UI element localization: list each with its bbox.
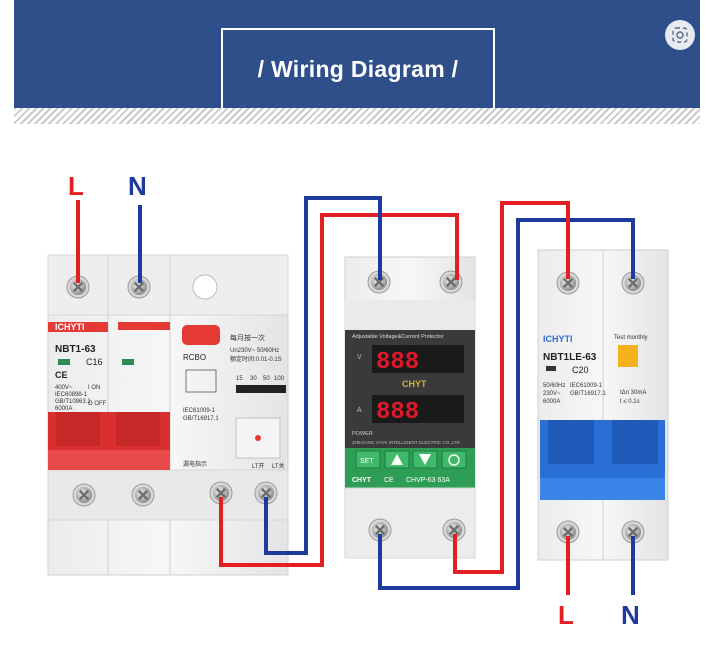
right-spec-voltage: 230V~ — [543, 391, 561, 397]
label-L-input: L — [68, 171, 84, 201]
voltage-protector: Adjustable Voltage&Current Protector V A… — [344, 256, 476, 559]
power-label: POWER — [352, 431, 373, 437]
set-button[interactable] — [355, 450, 381, 469]
up-arrow-icon — [391, 454, 403, 465]
left-off-label: O OFF — [88, 401, 107, 407]
ce-mark: CE — [55, 370, 68, 380]
time-note: 额定时间:0.01-0.1S — [230, 355, 282, 363]
left-spec-capacity: 6000A — [55, 406, 72, 412]
right-model: NBT1LE-63 — [543, 352, 597, 363]
screw-1 — [72, 483, 96, 507]
ma-100: 100 — [274, 376, 285, 382]
left-status-indicator — [58, 359, 70, 365]
protector-ce: CE — [384, 477, 394, 484]
right-rating: C20 — [572, 365, 589, 375]
left-spec-voltage: 400V~ — [55, 385, 73, 391]
right-toggle-1[interactable] — [548, 420, 594, 464]
right-spec-freq: 50/60Hz — [543, 383, 565, 389]
leak-label: 漏电指示 — [183, 460, 207, 468]
label-L-output: L — [558, 600, 574, 630]
power-button[interactable] — [441, 450, 467, 469]
current-display: 888 — [376, 399, 419, 426]
label-N-input: N — [128, 171, 147, 201]
right-spec-capacity: 6000A — [543, 399, 560, 405]
protector-title: Adjustable Voltage&Current Protector — [352, 334, 444, 340]
ma-selector[interactable] — [236, 385, 286, 393]
header-banner — [14, 0, 700, 108]
right-std2: GB/T16917.1 — [570, 391, 606, 397]
voltage-display: 888 — [376, 349, 419, 376]
protector-brand: CHYT — [402, 379, 427, 389]
power-icon — [448, 454, 460, 466]
rcbo-std2: GB/T16917.1 — [183, 416, 219, 422]
ma-50: 50 — [263, 376, 270, 382]
right-toggle-2[interactable] — [612, 420, 658, 464]
wires — [76, 196, 635, 595]
wire-N-to-protector — [264, 196, 382, 555]
left-rating: C16 — [86, 357, 103, 367]
left-spec-std2: GB/T10963.1 — [55, 399, 91, 405]
lt-on-label: LT开 — [252, 463, 265, 470]
page-title: / Wiring Diagram / — [221, 28, 495, 108]
header-stripe — [14, 108, 700, 124]
test-button[interactable] — [182, 325, 220, 345]
ma-15: 15 — [236, 376, 243, 382]
trip-time-label: t ≤ 0.1s — [620, 399, 640, 405]
down-arrow-icon — [419, 454, 431, 465]
left-model: NBT1-63 — [55, 344, 96, 355]
visual-search-icon[interactable] — [665, 20, 695, 50]
lt-off-label: LT关 — [272, 462, 285, 470]
left-brand-bar — [48, 322, 108, 332]
rcbo-label: RCBO — [183, 353, 206, 362]
left-breaker: ICHYTI NBT1-63 C16 CE 400V~ IEC60898-1 G… — [47, 254, 289, 576]
right-std1: IEC61009-1 — [570, 383, 603, 389]
protector-model: CHVP-63 63A — [406, 477, 450, 484]
rcbo-std1: IEC61009-1 — [183, 408, 216, 414]
wire-N-to-right — [378, 218, 635, 590]
set-label: SET — [360, 458, 374, 465]
protector-footer-brand: CHYT — [352, 477, 372, 484]
label-N-output: N — [621, 600, 640, 630]
v-label: V — [357, 354, 362, 361]
wire-L-to-protector — [219, 213, 459, 567]
voltage-note: Un230V~ 50/60Hz — [230, 348, 279, 354]
wire-L-to-right — [453, 201, 570, 574]
left-brand: ICHYTI — [55, 322, 85, 332]
test-monthly-button[interactable] — [618, 345, 638, 367]
left-on-label: I ON — [88, 385, 100, 391]
company-label: ZHEJIANG YATAI INTELLIGENT ELECTRIC CO.,… — [352, 440, 461, 445]
screw-2 — [131, 483, 155, 507]
ma-30: 30 — [250, 376, 257, 382]
push-note: 每月按一次 — [230, 333, 265, 342]
test-note: Test monthly — [614, 335, 648, 341]
right-brand: ICHYTI — [543, 334, 573, 344]
left-spec-std1: IEC60898-1 — [55, 392, 88, 398]
idn-label: IΔn 30mA — [620, 390, 646, 396]
circuit-symbol — [185, 369, 217, 393]
right-breaker: ICHYTI Test monthly NBT1LE-63 C20 50/60H… — [537, 249, 669, 561]
a-label: A — [357, 407, 362, 414]
